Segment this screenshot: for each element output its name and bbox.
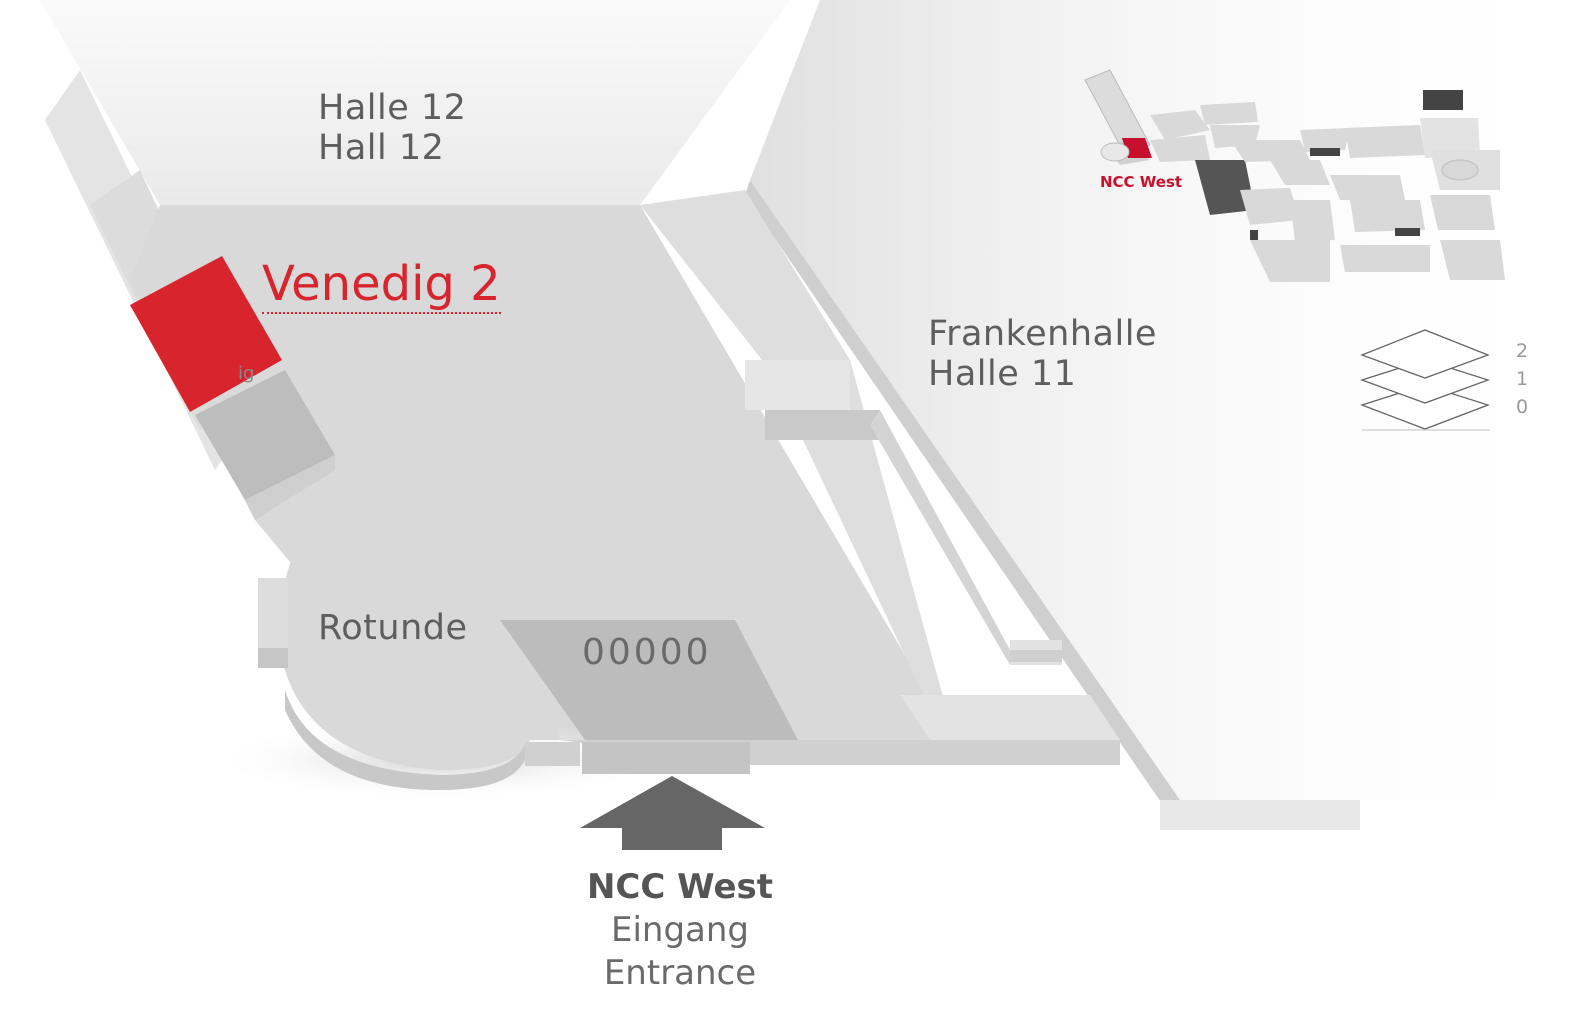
entrance-label: NCC West Eingang Entrance <box>560 866 800 995</box>
level-0-button[interactable]: 0 <box>1516 396 1529 418</box>
venedig-2-label[interactable]: Venedig 2 <box>262 256 501 314</box>
entrance-text-de: Eingang <box>610 910 750 950</box>
level-2-button[interactable]: 2 <box>1516 340 1529 362</box>
rotunde-label: Rotunde <box>318 608 468 648</box>
booth-number: 00000 <box>582 632 712 673</box>
hall-11-number: Halle 11 <box>928 354 1077 394</box>
overview-minimap[interactable] <box>1084 69 1505 282</box>
hall-12-label: Halle 12 Hall 12 <box>318 88 466 168</box>
rotunde-area[interactable] <box>210 540 670 800</box>
venedig-2-room[interactable] <box>130 256 282 412</box>
hall-11-label: Frankenhalle Halle 11 <box>928 314 1157 394</box>
entrance-arrow-icon <box>580 776 765 850</box>
hall-12-name-de: Halle 12 <box>318 88 467 128</box>
hall-11-name: Frankenhalle <box>928 314 1157 354</box>
entrance-name: NCC West <box>586 867 774 907</box>
room-partial-label: ig <box>238 363 255 384</box>
hall-12-area[interactable] <box>40 0 790 205</box>
booth-area[interactable] <box>500 620 798 740</box>
hall-12-name-en: Hall 12 <box>318 128 445 168</box>
overview-location-label: NCC West <box>1100 173 1183 191</box>
level-1-button[interactable]: 1 <box>1516 368 1529 390</box>
level-switcher[interactable] <box>1359 329 1491 431</box>
room-grey[interactable] <box>195 370 335 500</box>
entrance-text-en: Entrance <box>603 953 757 993</box>
